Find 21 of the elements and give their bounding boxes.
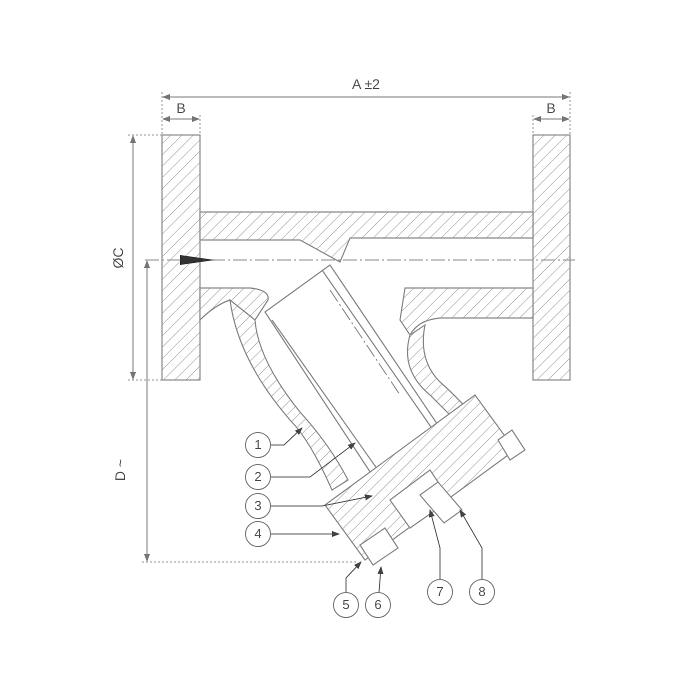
dimension-label: A ±2 — [352, 77, 380, 91]
callout-number: 7 — [427, 579, 453, 605]
callout-number: 4 — [245, 521, 271, 547]
dimension-label: D ~ — [113, 458, 127, 482]
leader-line — [377, 566, 384, 593]
leader-line — [346, 561, 362, 592]
dimension-label: ØC — [111, 248, 125, 268]
dimension-label: B — [176, 101, 186, 115]
leader-line — [270, 494, 373, 506]
leader-line — [270, 427, 303, 446]
leader-line — [270, 531, 340, 537]
callout-number: 1 — [245, 432, 271, 458]
leader-line — [270, 442, 356, 478]
leader-line — [428, 509, 440, 580]
callout-number: 8 — [469, 579, 495, 605]
callout-number: 3 — [245, 493, 271, 519]
callout-number: 6 — [365, 592, 391, 618]
dimension-label: B — [546, 101, 556, 115]
leader-line — [460, 509, 482, 580]
callout-number: 5 — [333, 592, 359, 618]
callout-number: 2 — [245, 464, 271, 490]
